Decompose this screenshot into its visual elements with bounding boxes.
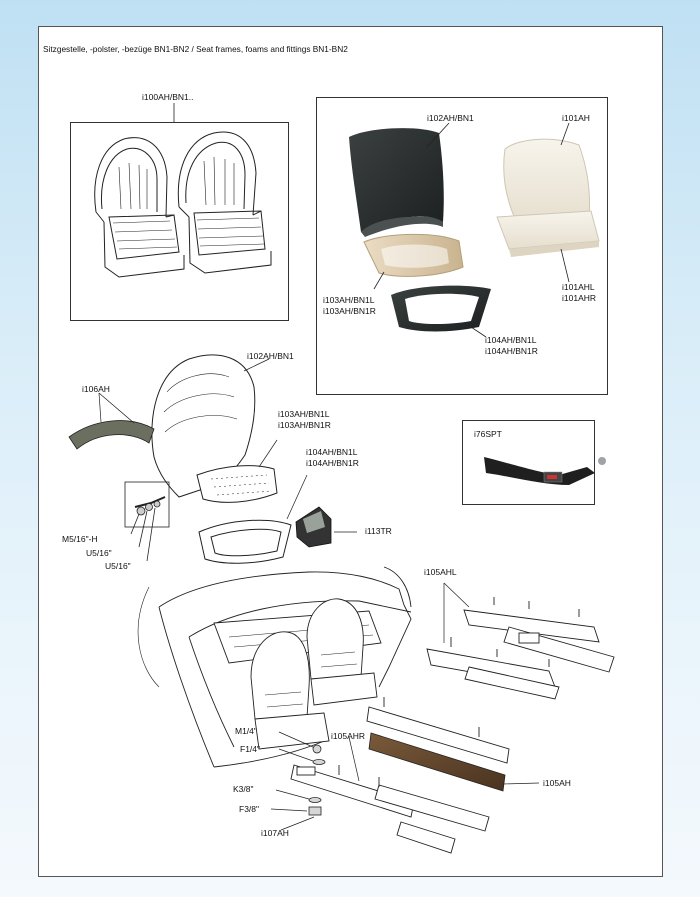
label-i105ahr: i105AHR xyxy=(331,731,366,741)
seat-back-shell-drawing xyxy=(151,354,256,498)
label-i105ahl: i105AHL xyxy=(424,567,457,577)
label-i104ahr: i104AH/BN1R xyxy=(306,458,359,468)
label-i104ahr-photo: i104AH/BN1R xyxy=(485,346,538,356)
label-i104ahl: i104AH/BN1L xyxy=(306,447,358,457)
seat-base-frame-drawing xyxy=(198,519,292,564)
label-u5-washer-a: U5/16" xyxy=(86,548,112,558)
wooden-seat-runner xyxy=(368,732,506,792)
seat-runner-left-lower xyxy=(426,637,560,700)
seat-tray-drawing xyxy=(196,465,278,503)
exploded-diagram-art xyxy=(68,103,615,854)
label-m14-nut: M1/4" xyxy=(235,726,257,736)
seat-belt-box xyxy=(462,420,595,505)
page-title: Sitzgestelle, -polster, -bezüge BN1-BN2 … xyxy=(43,44,348,54)
seat-sketch-box xyxy=(70,122,289,321)
label-f38-washer: F3/8" xyxy=(239,804,260,814)
label-m5-bolt: M5/16"-H xyxy=(62,534,98,544)
label-i103ahr: i103AH/BN1R xyxy=(278,420,331,430)
label-i103ahl: i103AH/BN1L xyxy=(278,409,330,419)
nut-washer-stack xyxy=(308,744,326,816)
seat-parts-photo-box xyxy=(316,97,608,395)
seat-belt-photo xyxy=(484,457,606,485)
seat-runner-left-upper xyxy=(463,597,615,673)
label-k38-nut: K3/8" xyxy=(233,784,254,794)
seat-base-frame-photo xyxy=(391,285,491,332)
label-i101ahr: i101AHR xyxy=(562,293,597,303)
seat-pair-sketch xyxy=(94,131,272,278)
seat-cushion-tray-photo xyxy=(363,233,464,277)
car-seats-installed xyxy=(250,598,378,750)
label-i100ah: i100AH/BN1.. xyxy=(142,92,194,102)
bolt-and-washers-box xyxy=(124,481,170,562)
label-i76spt: i76SPT xyxy=(474,429,502,439)
label-i107ah: i107AH xyxy=(261,828,289,838)
label-i106ah: i106AH xyxy=(82,384,110,394)
label-i104ahl-photo: i104AH/BN1L xyxy=(485,335,537,345)
catalog-sheet: Sitzgestelle, -polster, -bezüge BN1-BN2 … xyxy=(38,26,663,877)
strap-clip-drawing xyxy=(295,506,357,548)
label-i102ah: i102AH/BN1 xyxy=(247,351,294,361)
label-i102ah-photo: i102AH/BN1 xyxy=(427,113,474,123)
label-u5-washer-b: U5/16" xyxy=(105,561,131,571)
label-f14-washer: F1/4" xyxy=(240,744,261,754)
rear-trim-strip-drawing xyxy=(68,392,155,450)
label-i101ahl: i101AHL xyxy=(562,282,595,292)
seat-runner-right-upper xyxy=(366,697,510,764)
label-i103ahl-photo: i103AH/BN1L xyxy=(323,295,375,305)
label-i113tr: i113TR xyxy=(365,526,392,536)
label-i105ah: i105AH xyxy=(543,778,571,788)
seat-frame-photo xyxy=(349,128,444,237)
seat-foam-photo xyxy=(496,138,600,257)
label-i103ahr-photo: i103AH/BN1R xyxy=(323,306,376,316)
label-i101ah: i101AH xyxy=(562,113,590,123)
seat-runner-right-lower xyxy=(290,764,490,854)
